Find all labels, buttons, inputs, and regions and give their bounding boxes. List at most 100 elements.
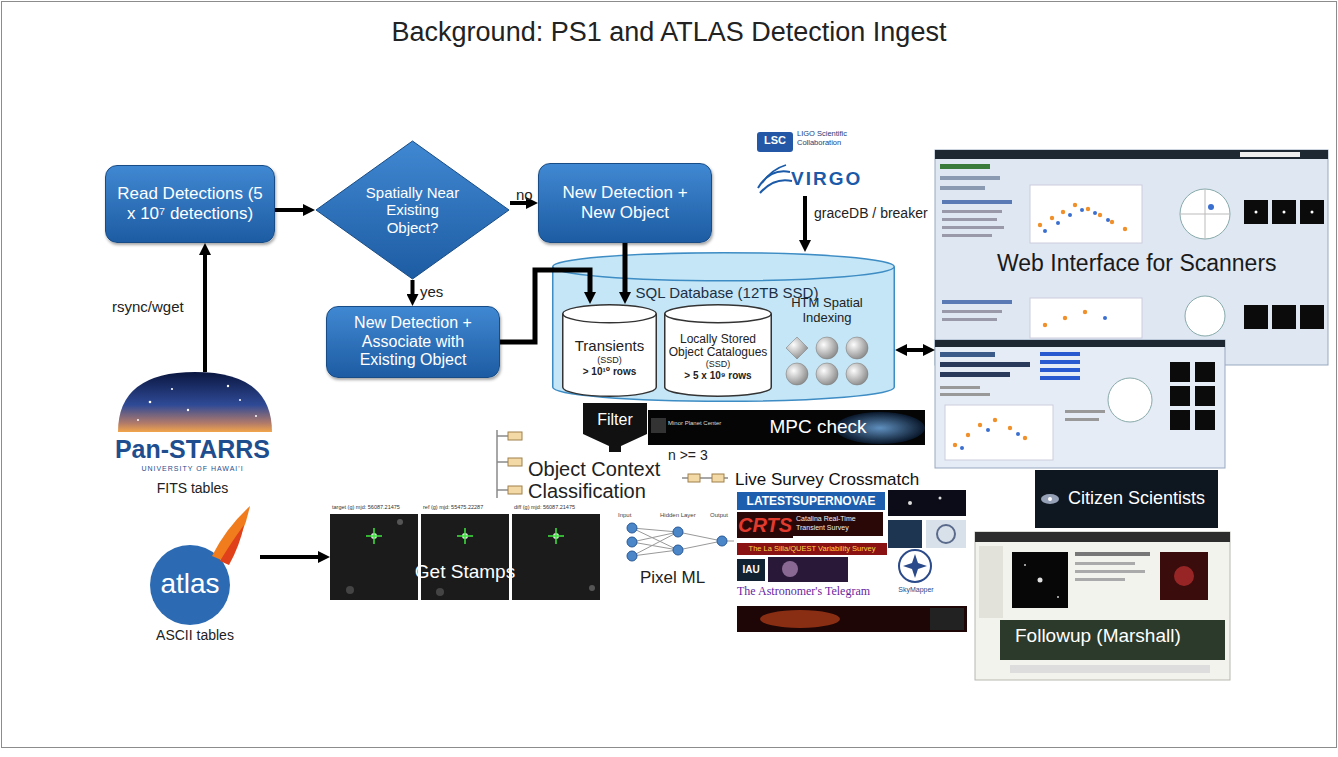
htm-icon (846, 337, 868, 359)
text-slot: MPC check (743, 416, 893, 439)
decision-diamond: Spatially Near Existing Object? (315, 140, 510, 280)
plot-dot (1008, 426, 1012, 430)
screenshot-line (1075, 552, 1150, 556)
htm-icon (816, 337, 838, 359)
screenshot-line (940, 176, 1000, 180)
stamp-blob (436, 588, 444, 596)
edge-label: graceDB / breaker (814, 205, 936, 222)
flow-arrow (500, 270, 590, 342)
screenshot-line (1075, 570, 1145, 573)
plot-dot (1106, 218, 1110, 222)
lightcurve-plot (945, 405, 1053, 460)
dome-logo (118, 372, 272, 432)
text-slot: Live Survey Crossmatch (735, 470, 967, 490)
text-slot: Object Context Classification (528, 458, 668, 502)
stamp-image (512, 514, 600, 600)
comet-logo (220, 525, 244, 565)
tree-node (508, 486, 522, 494)
screenshot-line (1010, 665, 1210, 673)
plot-dot (1050, 216, 1054, 220)
text-slot: Hidden Layer (660, 512, 700, 519)
neuron (673, 545, 683, 555)
text-slot: Get Stamps (330, 561, 600, 584)
text-slot: no (516, 186, 546, 204)
node-text: FITS tables (110, 480, 275, 497)
screenshot-line (940, 186, 985, 190)
neuron (717, 536, 727, 546)
plot-dot (1080, 208, 1084, 212)
polar-axes (1180, 189, 1230, 239)
tree-wire (497, 430, 508, 498)
screenshot-line (940, 386, 980, 389)
text-slot: CRTS (737, 512, 793, 538)
survey-mark (937, 525, 955, 543)
plot-dot (960, 446, 964, 450)
plot-dot (1016, 432, 1020, 436)
screenshot-link (1040, 368, 1080, 372)
image-stamp (1195, 362, 1215, 382)
table-cylinder: Transients(SSD)> 10¹⁰ rows (562, 304, 657, 397)
process-box: New Detection + Associate with Existing … (326, 306, 500, 378)
text-slot: Web Interface for Scanners (997, 250, 1297, 278)
stage-label: Object Context Classification (528, 458, 668, 502)
lsc-logo-box (757, 132, 793, 152)
survey-image (768, 557, 848, 582)
text-slot: Minor Planet Center (668, 420, 730, 427)
mpc-banner: Minor Planet Center MPC check (648, 410, 925, 445)
node-text: (SSD) (565, 355, 654, 366)
screenshot-line (940, 164, 990, 169)
survey-image (888, 490, 966, 516)
plot-dot (1073, 203, 1077, 207)
image-stamp (1244, 305, 1268, 329)
screenshot-line (940, 393, 990, 396)
plot-dot (966, 433, 970, 437)
edge-label: no (516, 186, 546, 204)
screenshot-bar (935, 150, 1328, 159)
node-text: Minor Planet Center (668, 420, 730, 427)
stamp-image (330, 514, 418, 600)
neuron (627, 523, 637, 533)
slide-title: Background: PS1 and ATLAS Detection Inge… (0, 16, 1338, 48)
text-slot: Pan-STARRS (110, 434, 275, 464)
galaxy-core (1048, 497, 1052, 501)
star-dot (255, 415, 257, 417)
screenshot-line (942, 226, 1004, 229)
text-slot: HTM Spatial Indexing (777, 296, 877, 326)
node-text: > 5 x 10⁹ rows (667, 370, 769, 382)
flow-arrow (803, 196, 807, 246)
network-wire (632, 528, 734, 556)
lightcurve-plot (1030, 185, 1142, 243)
survey-logo: atlasASCII tables (130, 505, 260, 645)
screenshot-line (942, 318, 997, 321)
plot-dot (978, 423, 982, 427)
node-text: LSC (757, 134, 793, 147)
text-slot: yes (420, 283, 456, 301)
star-dot (187, 409, 189, 411)
image-stamp (1272, 305, 1296, 329)
galaxy-image (1041, 494, 1059, 504)
text-slot: Followup (Marshall) (1015, 625, 1225, 648)
plot-dot (1123, 227, 1127, 231)
followup-screenshot: Followup (Marshall) (975, 532, 1230, 680)
survey-logo-text: The Astronomer's Telegram (737, 584, 887, 598)
htm-icon (816, 363, 838, 385)
survey-blob (760, 610, 840, 628)
virgo-swirl (760, 180, 792, 193)
screenshot-line (942, 310, 1002, 313)
screenshot-bar (975, 532, 1230, 542)
screenshot-line (940, 352, 995, 357)
tree-node (508, 432, 522, 440)
node-text: Web Interface for Scanners (997, 250, 1297, 278)
node-text: Followup (Marshall) (1015, 625, 1225, 648)
flow-arrow (411, 280, 415, 300)
cylinder-rim (553, 267, 895, 281)
flow-arrow (901, 348, 929, 352)
node-text: UNIVERSITY OF HAWAI'I (110, 465, 275, 473)
screenshot-line (1065, 410, 1105, 413)
plot-dot (1061, 210, 1065, 214)
plot-dot (1083, 310, 1087, 314)
plot-dot (1043, 229, 1047, 233)
text-slot: SkyMapper (893, 586, 939, 594)
